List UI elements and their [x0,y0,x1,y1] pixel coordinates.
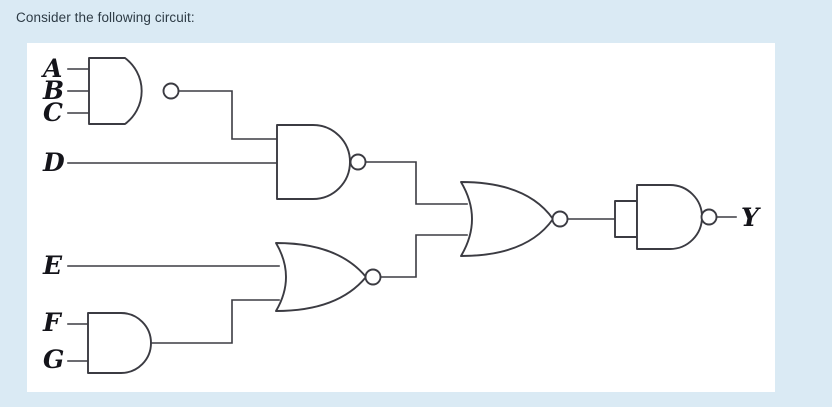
input-label-a: A [41,54,62,83]
gate-nand3 [614,184,718,250]
gate-nand2 [276,124,367,200]
circuit-canvas: A B C D E F G [27,43,775,392]
gate-nor2 [460,181,569,257]
nand3-body [636,184,703,250]
nand2-body [276,124,351,200]
input-label-e: E [42,251,63,280]
wire-nor1-to-nor2 [380,234,468,278]
gate-nor1 [275,242,382,312]
nand1-inversion-bubble [162,82,180,100]
input-label-c: C [43,98,63,127]
input-label-g: G [43,345,64,374]
nand3-inversion-bubble [700,208,718,226]
wire-nand2-to-nor2 [365,161,468,205]
input-label-f: F [42,308,63,337]
nor2-body [460,181,554,257]
output-label-y: Y [741,203,761,232]
and1-body [87,312,152,374]
nand1-body [88,57,143,125]
nand3-input-stub [614,200,638,238]
wire-and1-to-nor1 [150,299,280,344]
input-label-b: B [42,76,64,105]
nor1-body [275,242,367,312]
nor1-inversion-bubble [364,268,382,286]
nor2-inversion-bubble [551,210,569,228]
nand2-inversion-bubble [349,153,367,171]
input-label-d: D [42,148,65,177]
page-title: Consider the following circuit: [16,10,195,25]
logic-circuit-diagram: A B C D E F G [41,54,761,374]
gate-nand1 [88,57,180,125]
wire-nand1-to-nand2 [178,90,278,140]
gate-and1 [87,312,152,374]
